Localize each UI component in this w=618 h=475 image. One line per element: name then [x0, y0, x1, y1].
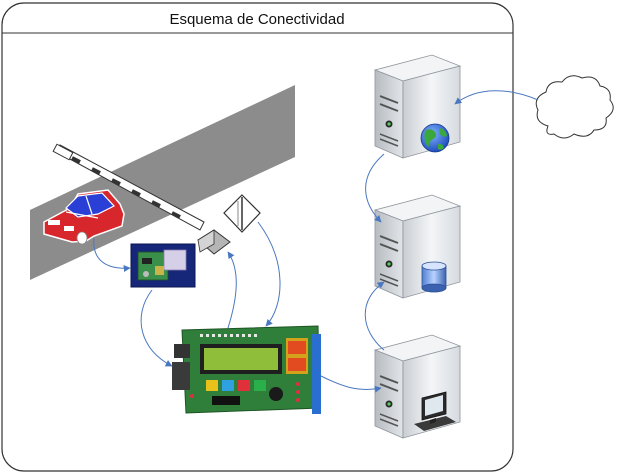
car-icon [43, 189, 125, 245]
globe-icon [420, 123, 450, 153]
connections [93, 90, 539, 393]
diagram-title: Esquema de Conectividad [169, 11, 344, 28]
barrier-gate-icon [52, 143, 231, 255]
link-control-server-to-db-server [364, 281, 385, 351]
web-server [373, 54, 462, 249]
link-board-to-control-server [320, 375, 382, 393]
sensor-icon [223, 194, 261, 233]
computer-icon [414, 391, 456, 431]
link-board-to-barrier-gate [227, 251, 237, 329]
cloud-icon [535, 75, 614, 139]
microcontroller-board-icon [172, 325, 321, 414]
link-rfid-reader-to-board [140, 289, 173, 367]
link-web-server-to-db-server [365, 153, 385, 223]
db-server [373, 194, 462, 299]
link-cloud-to-web-server [454, 90, 539, 105]
link-sensor-to-board [257, 221, 281, 327]
control-server [373, 334, 462, 439]
rfid-reader-icon [130, 243, 196, 288]
link-car-to-rfid-reader [93, 237, 131, 272]
database-icon [421, 261, 447, 293]
